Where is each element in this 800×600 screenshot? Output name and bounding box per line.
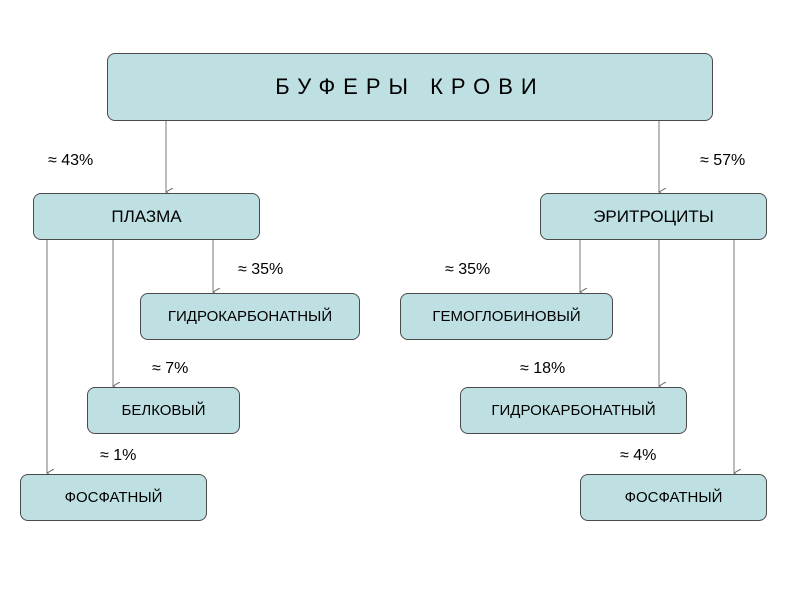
- title-label: БУФЕРЫ КРОВИ: [275, 74, 545, 99]
- plasma-label: ПЛАЗМА: [111, 206, 182, 226]
- erythrocytes-share: ≈ 57%: [700, 152, 746, 169]
- erythrocytes-phosphate-label: ФОСФАТНЫЙ: [624, 489, 723, 506]
- plasma-protein-share: ≈ 7%: [152, 360, 189, 377]
- erythrocytes-bicarbonate-share: ≈ 18%: [520, 360, 566, 377]
- erythrocytes-bicarbonate-box: ГИДРОКАРБОНАТНЫЙ: [460, 387, 687, 434]
- erythrocytes-hemoglobin-label: ГЕМОГЛОБИНОВЫЙ: [432, 308, 581, 325]
- plasma-bicarbonate-label: ГИДРОКАРБОНАТНЫЙ: [167, 308, 333, 325]
- erythrocytes-hemoglobin-share: ≈ 35%: [445, 261, 491, 278]
- erythrocytes-phosphate-box: ФОСФАТНЫЙ: [580, 474, 767, 521]
- title-box: БУФЕРЫ КРОВИ: [107, 53, 713, 121]
- plasma-box: ПЛАЗМА: [33, 193, 260, 240]
- plasma-share: ≈ 43%: [48, 152, 94, 169]
- erythrocytes-phosphate-share: ≈ 4%: [620, 447, 657, 464]
- erythrocytes-bicarbonate-label: ГИДРОКАРБОНАТНЫЙ: [491, 402, 656, 419]
- erythrocytes-label: ЭРИТРОЦИТЫ: [593, 206, 714, 226]
- plasma-phosphate-box: ФОСФАТНЫЙ: [20, 474, 207, 521]
- erythrocytes-box: ЭРИТРОЦИТЫ: [540, 193, 767, 240]
- plasma-protein-box: БЕЛКОВЫЙ: [87, 387, 240, 434]
- plasma-protein-label: БЕЛКОВЫЙ: [121, 402, 206, 419]
- plasma-bicarbonate-box: ГИДРОКАРБОНАТНЫЙ: [140, 293, 360, 340]
- plasma-phosphate-share: ≈ 1%: [100, 447, 137, 464]
- plasma-bicarbonate-share: ≈ 35%: [238, 261, 284, 278]
- plasma-phosphate-label: ФОСФАТНЫЙ: [64, 489, 163, 506]
- erythrocytes-hemoglobin-box: ГЕМОГЛОБИНОВЫЙ: [400, 293, 613, 340]
